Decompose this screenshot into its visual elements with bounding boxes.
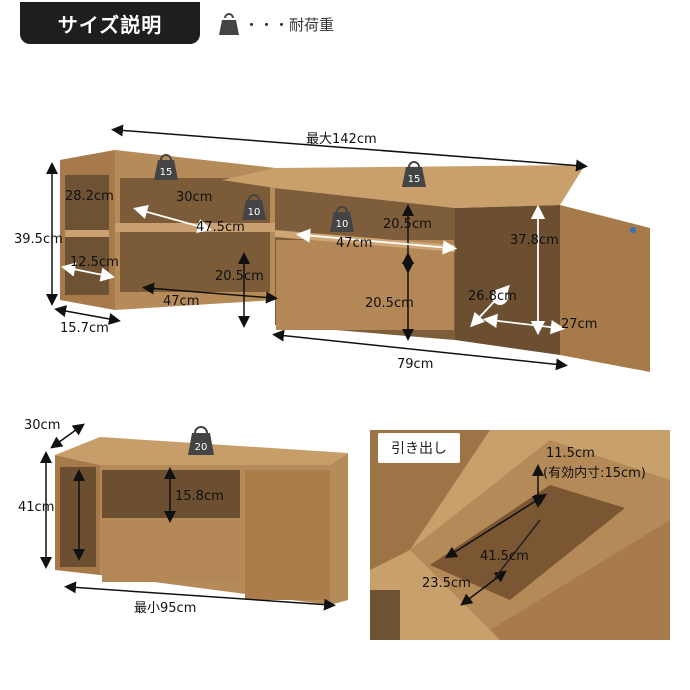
- weight-15b-text: 15: [408, 174, 421, 185]
- drawer-width-label: 23.5cm: [422, 576, 471, 591]
- shelf-w-label: 47.5cm: [196, 220, 245, 235]
- drawer-depth-label: 11.5cm: [546, 446, 595, 461]
- center-w-label: 47cm: [336, 236, 373, 251]
- drawer-label: 引き出し: [378, 433, 460, 463]
- shelf-w2-label: 47cm: [163, 294, 200, 309]
- top-furniture-illustration: 15 15 10 10: [46, 124, 650, 372]
- lower-min-width-label: 最小95cm: [134, 601, 197, 616]
- drawer-h-label: 20.5cm: [365, 296, 414, 311]
- depth-30-label: 30cm: [176, 190, 213, 205]
- lower-furniture-illustration: 20: [40, 423, 348, 611]
- cab-w-label: 27cm: [561, 317, 598, 332]
- cab-h-label: 37.8cm: [510, 233, 559, 248]
- lower-depth-label: 30cm: [24, 418, 61, 433]
- drawer-photo: [370, 430, 670, 640]
- lower-height-label: 41cm: [18, 500, 55, 515]
- right-unit: [222, 165, 650, 372]
- inner-w-small-label: 12.5cm: [70, 255, 119, 270]
- weight-badge-15b: 15: [402, 161, 426, 187]
- weight-legend: ・・・耐荷重: [218, 10, 334, 38]
- height-side-label: 39.5cm: [14, 232, 63, 247]
- center-h-label: 20.5cm: [383, 217, 432, 232]
- base-w-label: 79cm: [397, 357, 434, 372]
- shelf-h-label: 20.5cm: [215, 269, 264, 284]
- weight-badge-10b: 10: [330, 206, 354, 232]
- weight-icon: [219, 13, 239, 35]
- lower-inner-h-label: 15.8cm: [175, 489, 224, 504]
- weight-10b-text: 10: [336, 219, 349, 230]
- weight-15a-text: 15: [160, 167, 173, 178]
- weight-badge-10a: 10: [242, 194, 266, 220]
- weight-badge-20: 20: [188, 426, 214, 455]
- drawer-inner-note: (有効内寸:15cm): [543, 466, 646, 481]
- weight-20-text: 20: [195, 442, 208, 453]
- legend-text: ・・・耐荷重: [244, 15, 335, 34]
- drawer-length-label: 41.5cm: [480, 549, 529, 564]
- cab-dia-label: 26.8cm: [468, 289, 517, 304]
- max-width-label: 最大142cm: [306, 132, 377, 147]
- weight-10a-text: 10: [248, 207, 261, 218]
- side-depth-label: 15.7cm: [60, 321, 109, 336]
- page-title: サイズ説明: [20, 2, 200, 44]
- inner-h-label: 28.2cm: [65, 189, 114, 204]
